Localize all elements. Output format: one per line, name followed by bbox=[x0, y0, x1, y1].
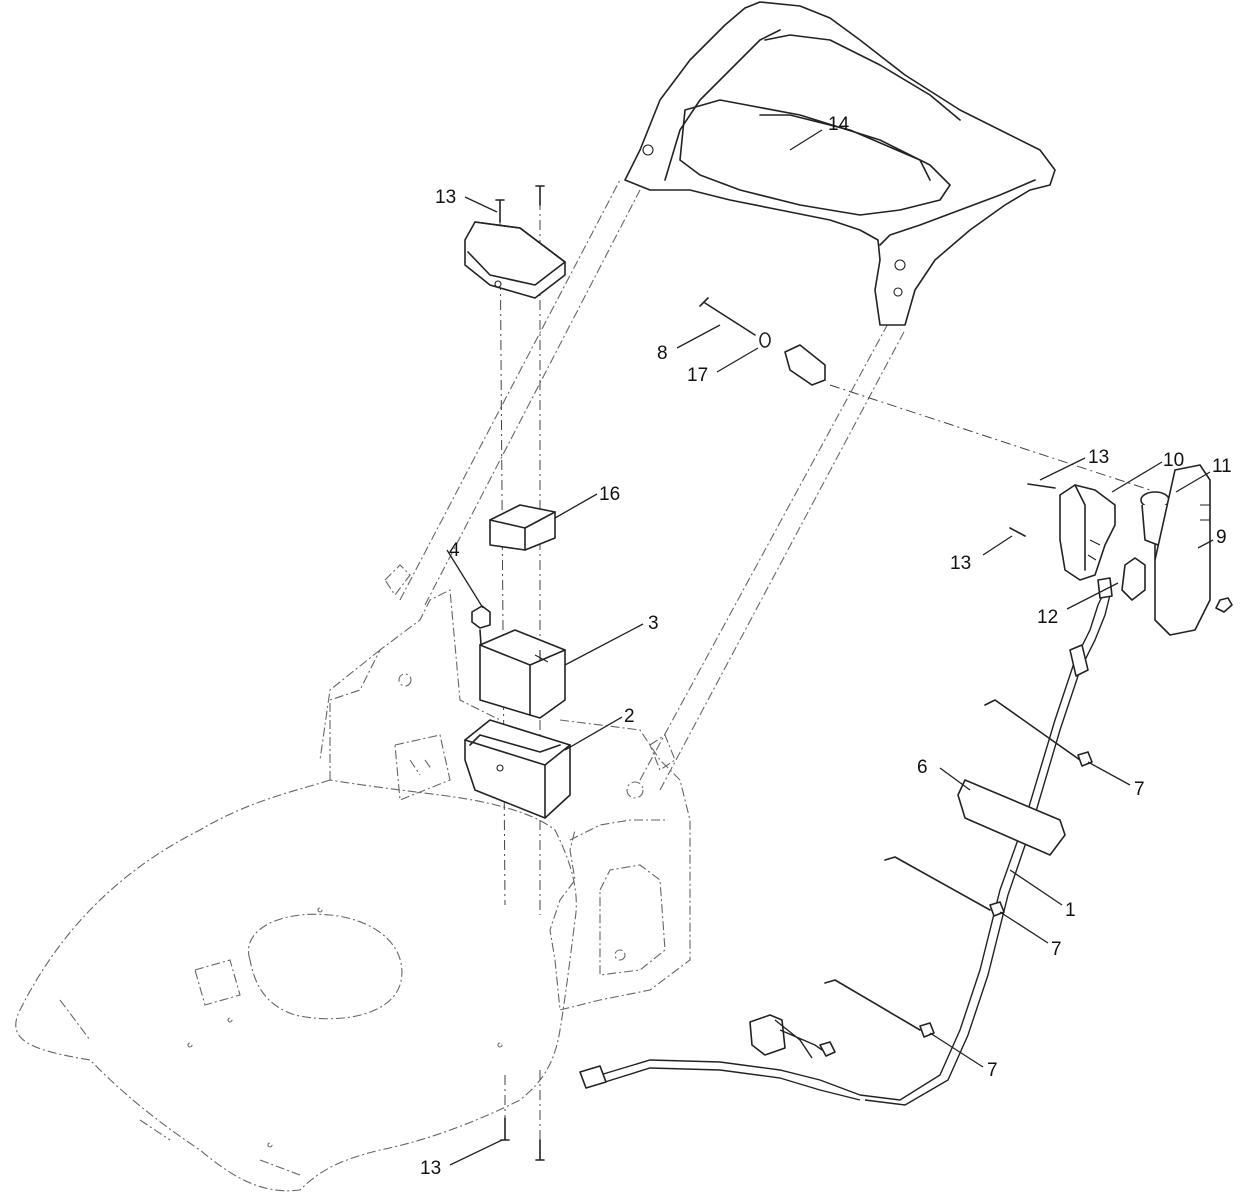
callout-14: 14 bbox=[828, 114, 850, 135]
cable-tie-part-7-middle bbox=[884, 856, 1005, 917]
callout-13-switch-lower: 13 bbox=[950, 553, 971, 574]
assembly-center-lines bbox=[499, 200, 1151, 1140]
callout-8: 8 bbox=[657, 343, 668, 364]
callout-17: 17 bbox=[687, 365, 708, 386]
washer-part-17 bbox=[759, 332, 771, 348]
battery-tray-part-2 bbox=[464, 719, 571, 819]
callout-1: 1 bbox=[1065, 900, 1076, 921]
wire-harness-part-1 bbox=[579, 577, 1113, 1106]
callout-labels: 13 14 8 17 16 4 3 2 13 10 11 13 9 12 6 7… bbox=[420, 114, 1232, 1179]
pad-part-6 bbox=[957, 779, 1066, 856]
callout-11: 11 bbox=[1212, 456, 1232, 477]
upper-handle bbox=[624, 1, 1056, 326]
mower-deck-outline bbox=[15, 589, 691, 1192]
callout-7-lower: 7 bbox=[987, 1060, 998, 1081]
screw-part-13-top bbox=[495, 185, 545, 223]
callout-7-upper: 7 bbox=[1134, 779, 1145, 800]
handle-lower-tubes bbox=[384, 179, 906, 791]
callout-4: 4 bbox=[449, 540, 460, 561]
callout-6: 6 bbox=[917, 757, 928, 778]
battery-cover bbox=[464, 221, 566, 299]
callout-2: 2 bbox=[624, 706, 635, 727]
screw-part-13-bottom bbox=[500, 1117, 545, 1161]
callout-3: 3 bbox=[648, 613, 659, 634]
callout-13-top: 13 bbox=[435, 187, 456, 208]
screw-part-13-right bbox=[1009, 483, 1056, 537]
callout-12: 12 bbox=[1037, 607, 1058, 628]
connector-part-12 bbox=[1121, 557, 1146, 601]
switch-cover-part-9 bbox=[1154, 464, 1233, 636]
bolt-part-8 bbox=[699, 297, 756, 336]
cable-tie-part-7-lower bbox=[824, 979, 935, 1038]
callout-7-middle: 7 bbox=[1051, 939, 1062, 960]
handle-bushing bbox=[784, 344, 826, 386]
callout-9: 9 bbox=[1216, 527, 1227, 548]
leader-lines bbox=[446, 129, 1214, 1166]
callout-13-bottom: 13 bbox=[420, 1158, 441, 1179]
cable-tie-part-7-upper bbox=[984, 699, 1093, 767]
callout-10: 10 bbox=[1163, 450, 1184, 471]
battery-part-3 bbox=[479, 629, 566, 719]
foam-pad-part-16 bbox=[489, 504, 556, 551]
switch-bracket-part-10 bbox=[1059, 484, 1116, 581]
callout-13-switch-upper: 13 bbox=[1088, 447, 1109, 468]
callout-16: 16 bbox=[599, 484, 620, 505]
